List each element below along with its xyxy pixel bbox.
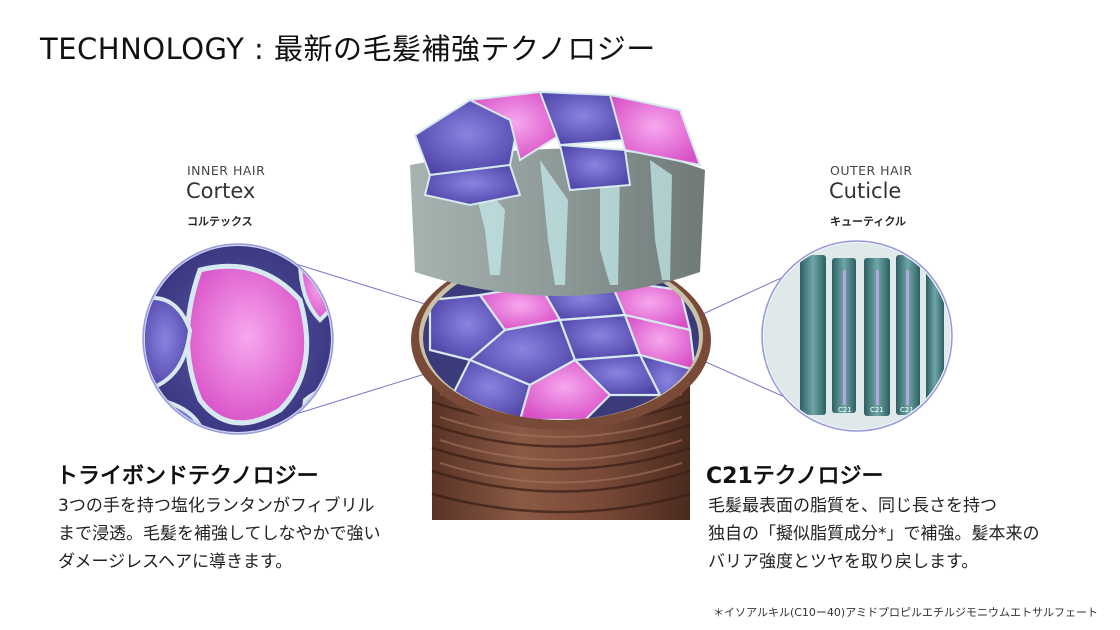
rod-label: C21 bbox=[870, 406, 884, 414]
cuticle-jp-label: キューティクル bbox=[830, 215, 907, 228]
outer-hair-label: OUTER HAIR bbox=[830, 163, 913, 178]
cortex-jp-label: コルテックス bbox=[187, 215, 253, 228]
rod-label: C21 bbox=[900, 406, 914, 414]
c21-description: 毛髪最表面の脂質を、同じ長さを持つ 独自の「擬似脂質成分*」で補強。髪本来の バ… bbox=[708, 492, 1040, 576]
inner-hair-label: INNER HAIR bbox=[187, 163, 266, 178]
cuticle-label: Cuticle bbox=[829, 179, 902, 203]
tribond-line: まで浸透。毛髪を補強してしなやかで強い bbox=[58, 524, 381, 544]
cortex-cross-section bbox=[423, 256, 699, 420]
tribond-line: 3つの手を持つ塩化ランタンがフィブリル bbox=[58, 496, 375, 516]
footnote: ＊イソアルキル(C10ー40)アミドプロピルエチルジモニウムエトサルフェート bbox=[713, 606, 1098, 619]
tribond-description: 3つの手を持つ塩化ランタンがフィブリル まで浸透。毛髪を補強してしなやかで強い … bbox=[58, 492, 381, 576]
rod-label: C21 bbox=[838, 406, 852, 414]
page-title: TECHNOLOGY : 最新の毛髪補強テクノロジー bbox=[40, 32, 656, 66]
c21-heading: C21テクノロジー bbox=[706, 464, 884, 489]
cortex-label: Cortex bbox=[186, 179, 256, 203]
c21-line: 毛髪最表面の脂質を、同じ長さを持つ bbox=[708, 496, 997, 516]
cuticle-zoom-circle: C21 C21 C21 bbox=[761, 240, 953, 432]
hair-shaft-core bbox=[410, 90, 705, 296]
c21-line: 独自の「擬似脂質成分*」で補強。髪本来の bbox=[708, 524, 1040, 544]
tribond-line: ダメージレスヘアに導きます。 bbox=[58, 552, 293, 572]
c21-line: バリア強度とツヤを取り戻します。 bbox=[708, 552, 979, 572]
tribond-heading: トライボンドテクノロジー bbox=[56, 464, 319, 489]
